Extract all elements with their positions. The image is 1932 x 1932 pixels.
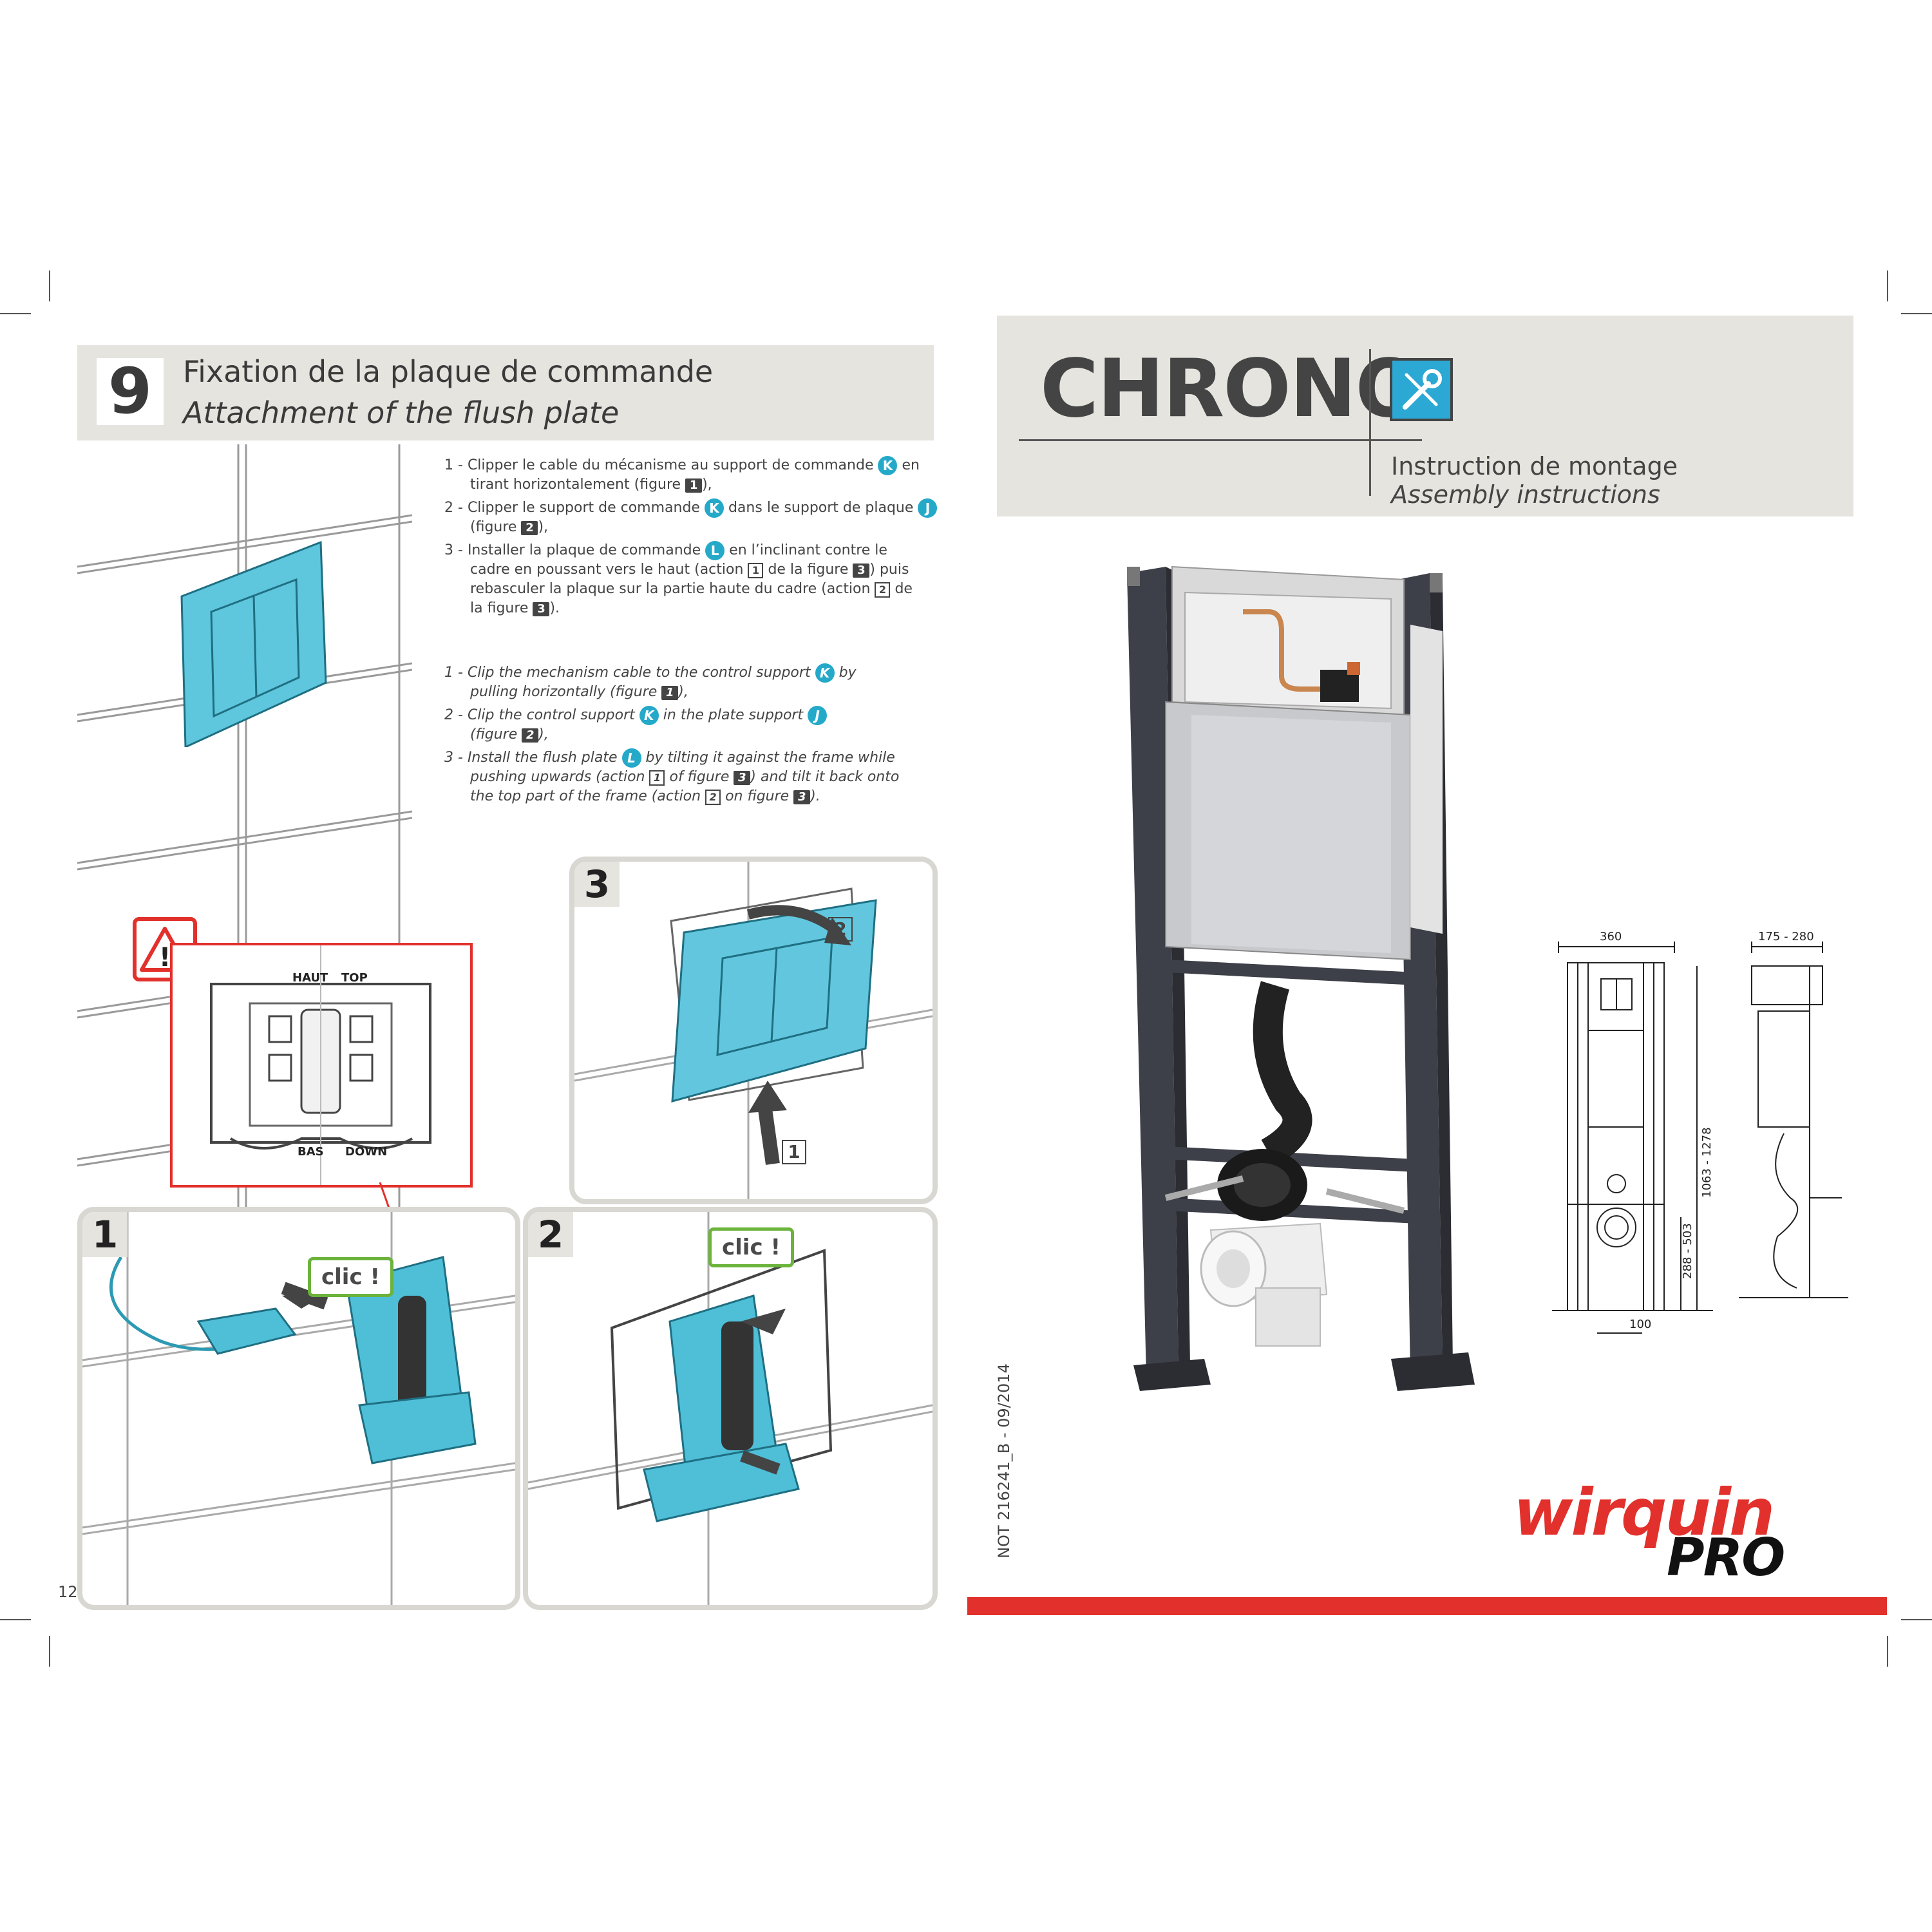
panel-2-illustration: [528, 1212, 933, 1605]
instructions-en: 1 - Clip the mechanism cable to the cont…: [444, 663, 900, 805]
figure-ref: 1: [685, 478, 703, 493]
crop-mark: [1901, 313, 1932, 314]
figure-ref: 3: [533, 602, 550, 616]
panel-number: 1: [82, 1212, 128, 1257]
figure-ref: 3: [853, 564, 870, 578]
clic-callout: clic !: [308, 1257, 393, 1297]
panel-number: 3: [574, 862, 620, 907]
figure-panel-3: 3 2 1: [569, 857, 938, 1204]
step-title-fr: Fixation de la plaque de commande: [183, 354, 714, 389]
dimension-width: 360: [1600, 930, 1622, 943]
brand-logo-pro: PRO: [1667, 1528, 1785, 1587]
part-badge: K: [639, 706, 659, 725]
detail-label-down: DOWN: [345, 1145, 388, 1159]
instructions-fr: 1 - Clipper le cable du mécanisme au sup…: [444, 456, 938, 618]
figure-ref: 2: [521, 521, 538, 535]
part-badge: J: [808, 706, 828, 725]
flush-plate-illustration: [180, 540, 327, 747]
brand-logo-wirquin: wirquin: [1513, 1475, 1775, 1550]
panel-number: 2: [528, 1212, 573, 1257]
dimension-drawing-front: [1552, 942, 1713, 1334]
step-number: 9: [97, 358, 164, 425]
product-name: CHRONO: [1040, 343, 1423, 435]
crop-mark: [1887, 270, 1888, 301]
panel-1-illustration: [82, 1212, 515, 1605]
figure-panel-1: 1 clic !: [77, 1207, 520, 1610]
subtitle-fr: Instruction de montage: [1391, 452, 1678, 480]
crop-mark: [1901, 1619, 1932, 1620]
step-title-en: Attachment of the flush plate: [183, 395, 620, 430]
header-rule-vertical: [1369, 349, 1371, 496]
product-render: [1127, 565, 1475, 1391]
action-ref: 2: [828, 917, 853, 942]
clic-callout: clic !: [708, 1227, 794, 1267]
dimension-height: 1063 - 1278: [1700, 1127, 1714, 1198]
part-badge: L: [705, 541, 725, 560]
crop-mark: [0, 313, 31, 314]
footer-red-bar: [967, 1597, 1887, 1615]
part-badge: L: [621, 748, 641, 768]
header-rule-horizontal: [1019, 439, 1422, 441]
action-ref: 1: [782, 1140, 806, 1164]
svg-text:!: !: [159, 943, 171, 972]
dimension-outlet-height: 288 - 503: [1681, 1223, 1694, 1279]
crop-mark: [49, 270, 50, 301]
action-ref: 2: [875, 582, 891, 598]
subtitle-en: Assembly instructions: [1391, 480, 1660, 509]
document-reference: NOT 216241_B - 09/2014: [995, 1363, 1013, 1558]
detail-label-bas: BAS: [298, 1145, 324, 1159]
detail-view: HAUT TOP BAS DOWN: [170, 943, 473, 1188]
action-ref: 2: [705, 790, 721, 805]
figure-ref: 1: [661, 686, 679, 700]
crop-mark: [0, 1619, 31, 1620]
detail-label-top: TOP: [341, 971, 368, 985]
action-ref: 1: [649, 770, 665, 786]
part-badge: K: [878, 456, 898, 475]
part-badge: K: [704, 498, 724, 518]
action-ref: 1: [748, 563, 764, 578]
dimension-depth: 175 - 280: [1758, 930, 1814, 943]
figure-panel-2: 2 clic !: [523, 1207, 938, 1610]
crop-mark: [49, 1636, 50, 1667]
page-number: 12: [58, 1583, 78, 1601]
part-badge: K: [815, 663, 835, 683]
step-header-band: [77, 345, 934, 440]
crop-mark: [1887, 1636, 1888, 1667]
panel-3-illustration: [574, 862, 933, 1199]
part-badge: J: [918, 498, 938, 518]
figure-ref: 3: [734, 771, 751, 785]
dimension-drawing-side: [1739, 942, 1848, 1298]
figure-ref: 2: [522, 728, 539, 743]
wrench-icon: [1390, 358, 1453, 421]
dimension-offset: 100: [1629, 1318, 1652, 1331]
figure-ref: 3: [793, 790, 811, 804]
detail-label-haut: HAUT: [292, 971, 328, 985]
